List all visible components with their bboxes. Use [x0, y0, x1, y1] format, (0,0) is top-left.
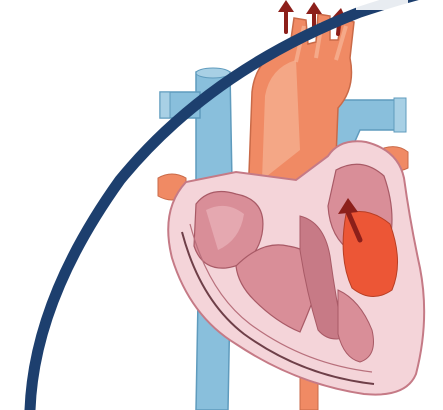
catheter-tip-highlight — [356, 0, 408, 10]
upward-arrow-icon — [278, 0, 294, 32]
